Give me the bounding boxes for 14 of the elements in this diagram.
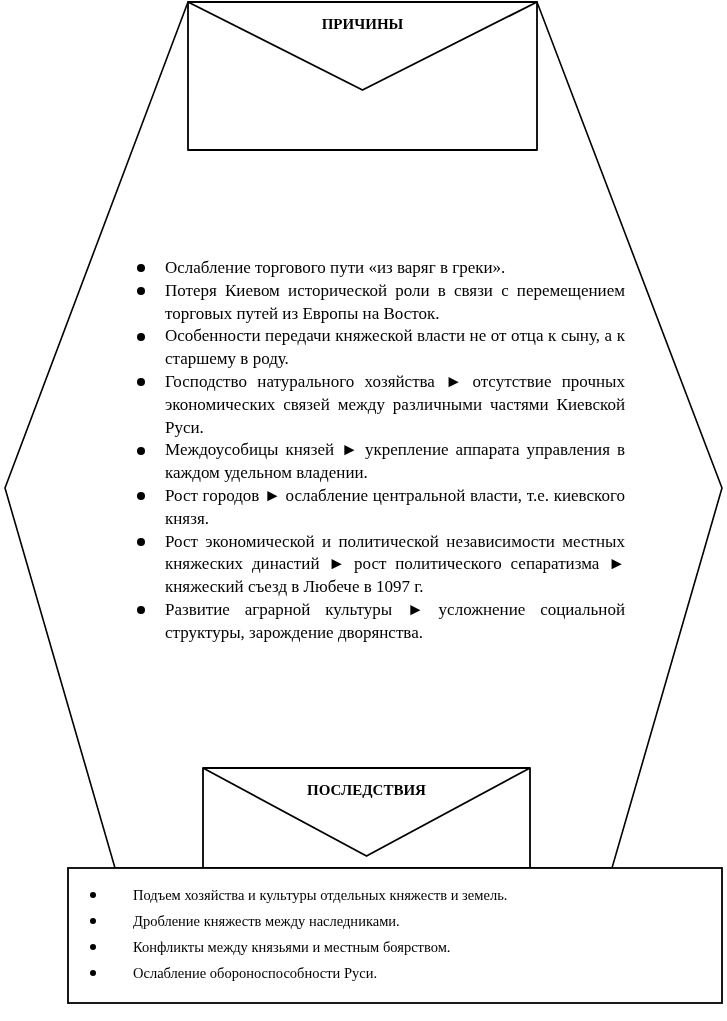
bullet-text: Господство натурального хозяйства ► отсутствие прочных экономических связей между различными частями Киевской Руси.: [165, 372, 625, 437]
heading-text: ПОСЛЕДСТВИЯ: [307, 782, 426, 799]
bullet-text: Междоусобицы князей ► укрепление аппарата управления в каждом удельном владении.: [165, 440, 625, 483]
bullet-text: Развитие аграрной культуры ► усложнение социальной структуры, зарождение дворянства.: [165, 599, 625, 642]
bullet-text: Рост городов ► ослабление центральной власти, т.е. киевского князя.: [165, 485, 625, 528]
bullet-text: Ослабление торгового пути «из варяг в греки».: [165, 258, 506, 277]
bullet-text: Потеря Киевом исторической роли в связи с перемещением торговых путей из Европы на Восток.: [165, 280, 625, 323]
bullet-text: Конфликты между князьями и местным боярством.: [133, 939, 451, 955]
bullet-text: Ослабление обороноспособности Руси.: [133, 965, 378, 981]
bullet-text: Подъем хозяйства и культуры отдельных княжеств и земель.: [133, 887, 508, 903]
bullet-text: Рост экономической и политической независимости местных княжеских династий ► рост политического сепаратизма ► княжеский съезд в Любече в 1097 г.: [165, 531, 625, 597]
heading-text: ПРИЧИНЫ: [321, 16, 404, 33]
bullet-text: Дробление княжеств между наследниками.: [133, 913, 400, 929]
bullet-text: Особенности передачи княжеской власти не от отца к сыну, а к старшему в роду.: [165, 326, 625, 369]
